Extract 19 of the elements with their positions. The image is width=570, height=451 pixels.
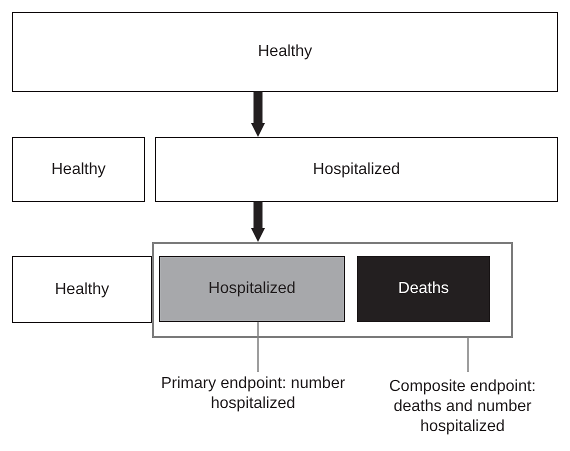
down-arrow (251, 92, 265, 137)
stage-box (12, 256, 152, 323)
stage-label: Hospitalized (312, 160, 400, 180)
endpoint-note: Composite endpoint: deaths and number hospitalized (388, 377, 537, 437)
endpoint-note: Primary endpoint: number hospitalized (160, 374, 346, 414)
stage-box (159, 256, 345, 322)
stage-box (12, 137, 145, 202)
stage-box (357, 256, 490, 322)
stage-box (155, 137, 558, 202)
stage-label: Healthy (51, 160, 106, 180)
stage-box (12, 12, 558, 92)
stage-label: Hospitalized (208, 279, 296, 299)
stage-label: Healthy (54, 280, 110, 300)
stage-label: Healthy (258, 42, 312, 62)
leader-line (467, 338, 469, 372)
leader-line (257, 322, 259, 372)
stage-label: Deaths (398, 279, 449, 299)
down-arrow (251, 202, 265, 242)
group-frame (152, 242, 513, 338)
